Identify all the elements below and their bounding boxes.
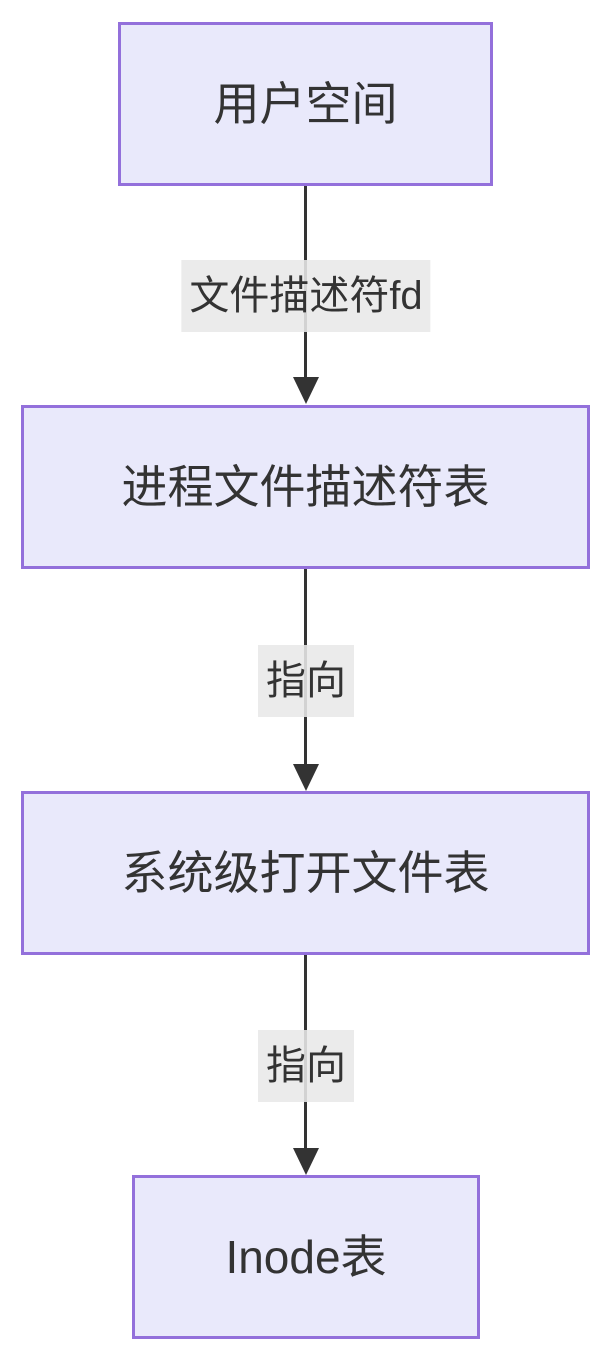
edge-label-points-to-2: 指向	[258, 1030, 354, 1102]
arrow-down-icon	[293, 377, 319, 404]
node-process-fd-table-label: 进程文件描述符表	[121, 461, 490, 513]
node-inode-table: Inode表	[132, 1175, 480, 1339]
node-process-fd-table: 进程文件描述符表	[21, 405, 590, 569]
node-system-open-file-table: 系统级打开文件表	[21, 791, 590, 955]
node-system-open-file-table-label: 系统级打开文件表	[121, 847, 490, 899]
arrow-down-icon	[293, 764, 319, 791]
arrow-down-icon	[293, 1148, 319, 1175]
node-inode-table-label: Inode表	[225, 1231, 387, 1283]
edge-label-fd: 文件描述符fd	[181, 260, 431, 332]
node-user-space-label: 用户空间	[213, 78, 398, 130]
edge-label-points-to-1: 指向	[258, 645, 354, 717]
node-user-space: 用户空间	[118, 22, 493, 186]
